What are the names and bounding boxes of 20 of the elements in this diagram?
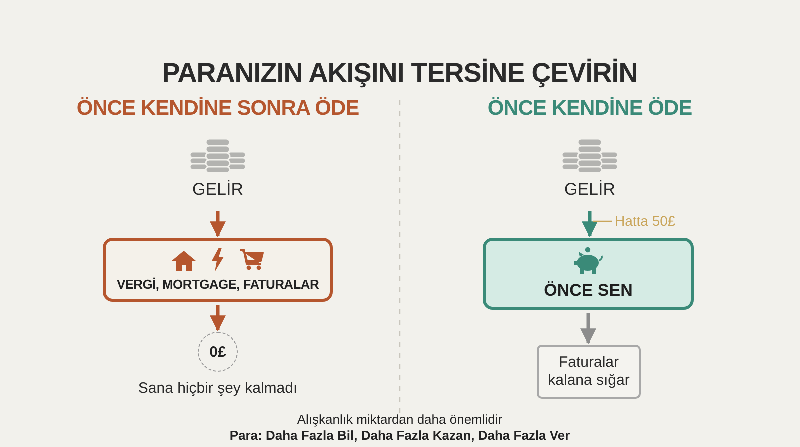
column-heading: ÖNCE KENDİNE SONRA ÖDE bbox=[76, 97, 360, 121]
box-label: ÖNCE SEN bbox=[544, 281, 633, 301]
footer-source: Para: Daha Fazla Bil, Daha Fazla Kazan, Daha Fazla Ver bbox=[228, 428, 572, 443]
arrow bbox=[210, 305, 226, 332]
node-caption: Sana hiçbir şey kalmadı bbox=[137, 380, 299, 397]
savings-box bbox=[483, 238, 694, 310]
arrow bbox=[580, 313, 596, 345]
title: PARANIZIN AKIŞINI TERSİNE ÇEVİRİN bbox=[161, 58, 639, 89]
column-heading: ÖNCE KENDİNE ÖDE bbox=[486, 97, 694, 121]
box-label: VERGİ, MORTGAGE, FATURALAR bbox=[116, 277, 320, 292]
circle-label: 0£ bbox=[210, 344, 226, 360]
node-label: GELİR bbox=[564, 180, 616, 200]
zero-circle bbox=[198, 332, 238, 372]
result-box bbox=[537, 345, 641, 399]
node-label: GELİR bbox=[192, 180, 244, 200]
box-label: Faturalar kalana sığar bbox=[547, 354, 631, 390]
expense-box bbox=[103, 238, 333, 302]
arrow bbox=[210, 211, 226, 238]
footer-note: Alışkanlık miktardan daha önemlidir bbox=[296, 412, 504, 427]
arrow bbox=[582, 211, 598, 238]
